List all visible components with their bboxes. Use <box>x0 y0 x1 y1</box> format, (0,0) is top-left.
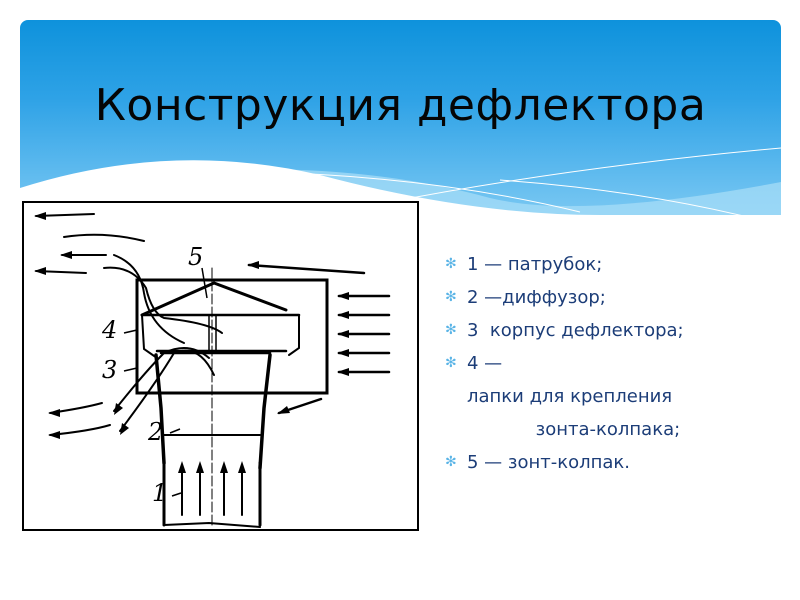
legend-item-text: 1 — патрубок; <box>467 254 603 275</box>
legend-item-2: ✻ 2 —диффузор; <box>445 281 684 314</box>
legend-list: ✻ 1 — патрубок; ✻ 2 —диффузор; ✻ 3 корпус д… <box>445 248 684 479</box>
figure-label-4: 4 <box>101 316 117 344</box>
legend-item-text: 3 корпус дефлектора; <box>467 320 684 341</box>
figure-label-1: 1 <box>152 479 167 507</box>
snowflake-bullet-icon: ✻ <box>445 322 457 338</box>
figure-label-5: 5 <box>188 243 203 271</box>
legend-item-text: 4 — лапки для крепления зонта-колпака; <box>467 353 681 440</box>
legend-item-4: ✻ 4 — лапки для крепления зонта-колпака; <box>445 347 684 446</box>
legend-item-text: 5 — зонт-колпак. <box>467 452 631 473</box>
slide-header: Конструкция дефлектора <box>20 20 781 215</box>
deflector-drawing: 5 4 3 2 1 <box>34 212 391 529</box>
figure-label-3: 3 <box>102 356 117 384</box>
legend-item-5: ✻ 5 — зонт-колпак. <box>445 446 684 479</box>
snowflake-bullet-icon: ✻ <box>445 355 457 371</box>
legend-item-1: ✻ 1 — патрубок; <box>445 248 684 281</box>
legend-item-text: 2 —диффузор; <box>467 287 606 308</box>
snowflake-bullet-icon: ✻ <box>445 454 457 470</box>
snowflake-bullet-icon: ✻ <box>445 289 457 305</box>
deflector-diagram: 5 4 3 2 1 <box>22 201 419 531</box>
legend-item-3: ✻ 3 корпус дефлектора; <box>445 314 684 347</box>
figure-label-2: 2 <box>147 418 163 446</box>
snowflake-bullet-icon: ✻ <box>445 256 457 272</box>
slide-title: Конструкция дефлектора <box>94 80 707 131</box>
